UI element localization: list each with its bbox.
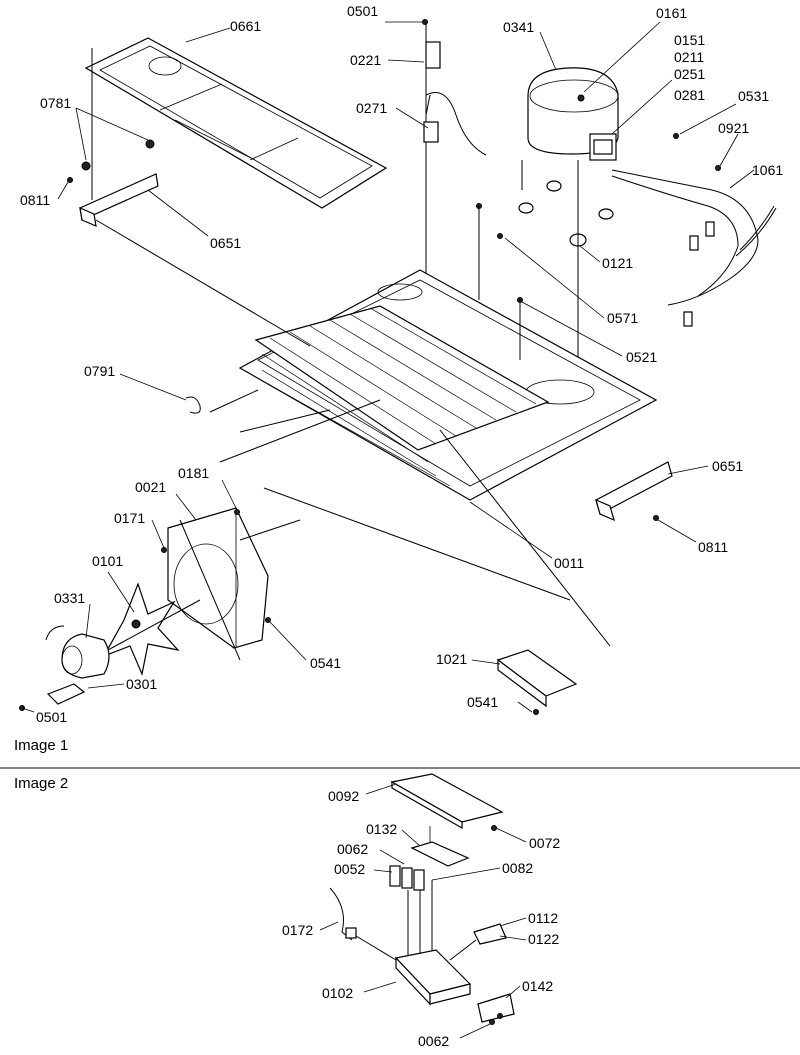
label-0062: 0062 (418, 1033, 449, 1049)
tubing-clip (185, 389, 259, 414)
image-1-panel: 0501 0161 0341 0151 0211 0251 0281 0531 … (14, 3, 783, 754)
label-0541: 0541 (310, 655, 341, 671)
label-0271: 0271 (356, 100, 387, 116)
label-1021: 1021 (436, 651, 467, 667)
label-0791: 0791 (84, 363, 115, 379)
label-0281: 0281 (674, 87, 705, 103)
wire-harness (611, 133, 777, 327)
fan-shroud (161, 507, 301, 661)
label-0571: 0571 (607, 310, 638, 326)
control-board (410, 826, 470, 867)
compressor (518, 67, 619, 400)
label-0181: 0181 (178, 465, 209, 481)
small-bracket (449, 923, 507, 961)
label-0121: 0121 (602, 255, 633, 271)
label-0501: 0501 (36, 709, 67, 725)
condenser-coil (254, 305, 550, 487)
label-0341: 0341 (503, 19, 534, 35)
image-2-caption: Image 2 (14, 775, 68, 792)
label-0811: 0811 (698, 539, 728, 555)
label-0221: 0221 (350, 52, 381, 68)
label-0122: 0122 (528, 931, 559, 947)
relay-and-overload (422, 19, 487, 300)
label-0661: 0661 (230, 18, 261, 34)
label-0531: 0531 (738, 88, 769, 104)
label-0921: 0921 (718, 120, 749, 136)
image-1-caption: Image 1 (14, 737, 68, 754)
label-0811: 0811 (20, 192, 50, 208)
label-0151: 0151 (674, 32, 705, 48)
label-0052: 0052 (334, 861, 365, 877)
label-0112: 0112 (528, 910, 558, 926)
label-0651: 0651 (210, 235, 241, 251)
left-mounting-bracket (67, 48, 159, 227)
label-0021: 0021 (135, 479, 166, 495)
label-0011: 0011 (554, 555, 584, 571)
control-module (439, 429, 611, 715)
label-0161: 0161 (656, 5, 687, 21)
label-leaders (21, 21, 755, 713)
label-0101: 0101 (92, 553, 123, 569)
control-housing (394, 949, 515, 1025)
base-pan-assembly (238, 203, 658, 501)
label-0211: 0211 (674, 49, 704, 65)
label-0331: 0331 (54, 590, 85, 606)
label-0072: 0072 (529, 835, 560, 851)
label-0102: 0102 (322, 985, 353, 1001)
label-0172: 0172 (282, 922, 313, 938)
label-0251: 0251 (674, 66, 705, 82)
label-0092: 0092 (328, 788, 359, 804)
label-0541: 0541 (467, 694, 498, 710)
label-0082: 0082 (502, 860, 533, 876)
label-0132: 0132 (366, 821, 397, 837)
label-1061: 1061 (752, 162, 783, 178)
power-cord (329, 887, 397, 961)
label-0142: 0142 (522, 978, 553, 994)
label-0301: 0301 (126, 676, 157, 692)
label-0651: 0651 (712, 458, 743, 474)
label-0062: 0062 (337, 841, 368, 857)
label-0521: 0521 (626, 349, 657, 365)
label-0501: 0501 (347, 3, 378, 19)
control-cover (390, 773, 504, 831)
label-0171: 0171 (114, 510, 145, 526)
label-leaders-2 (319, 783, 527, 1039)
label-0781: 0781 (40, 95, 71, 111)
fan-motor-assembly (19, 582, 201, 711)
right-mounting-bracket (595, 461, 673, 522)
image-2-panel: Image 2 (14, 773, 560, 1049)
top-cover-panel (84, 37, 388, 209)
switch-group (389, 865, 433, 960)
